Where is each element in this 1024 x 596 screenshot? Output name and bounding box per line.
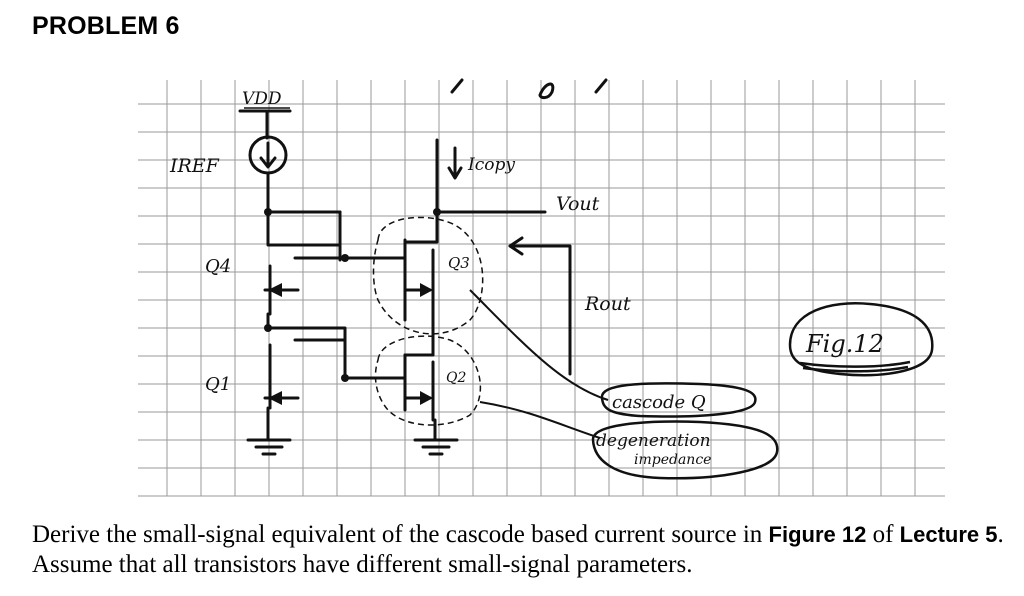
- icopy-label: Icopy: [467, 155, 515, 175]
- pen-mark: [450, 78, 464, 94]
- q2-label: Q2: [446, 370, 466, 386]
- pen-mark: [594, 78, 608, 94]
- fig-tag-underline: [802, 365, 909, 373]
- q3-arrow: [420, 283, 433, 297]
- rout-arrow: [508, 244, 572, 376]
- q2-dashed-loop: [374, 335, 482, 426]
- q4-label: Q4: [205, 256, 231, 277]
- figure-reference: Figure 12: [768, 522, 867, 547]
- lecture-reference: Lecture 5: [899, 522, 998, 547]
- q4-source: [266, 312, 347, 377]
- left-drain-node: [266, 210, 342, 247]
- pen-mark: [538, 82, 555, 100]
- rout-arrow-head: [508, 236, 524, 256]
- statement-part1: Derive the small-signal equivalent of th…: [32, 521, 769, 548]
- rout-label: Rout: [584, 293, 631, 315]
- fig-tag-underline: [799, 360, 911, 368]
- degeneration-note-line2: impedance: [634, 452, 711, 468]
- q4-arrow: [268, 283, 282, 297]
- vout-label: Vout: [556, 193, 600, 215]
- degeneration-note-line1: degeneration: [596, 431, 711, 451]
- junction-dot: [264, 208, 272, 216]
- degeneration-note-loop: [591, 420, 779, 480]
- q3-label: Q3: [448, 254, 470, 272]
- circuit-figure: VDD IREF Icopy Vout Rout Q4 Q1 Q3 Q2 cas…: [138, 78, 945, 497]
- left-ground: [246, 438, 292, 456]
- problem-statement: Derive the small-signal equivalent of th…: [32, 520, 1012, 580]
- statement-part2: of: [866, 521, 900, 548]
- cascode-note: cascode Q: [612, 392, 706, 413]
- graph-paper-grid: [138, 80, 945, 497]
- junction-dot: [341, 374, 349, 382]
- fig-tag: Fig.12: [805, 330, 884, 358]
- problem-title: PROBLEM 6: [32, 12, 180, 40]
- q2-arrow: [420, 391, 433, 405]
- junction-dot: [264, 324, 272, 332]
- cascode-pointer: [469, 289, 609, 401]
- statement-part3: . Assume that all transistors have diffe…: [32, 521, 1004, 578]
- vdd-label: VDD: [242, 89, 282, 109]
- right-ground: [413, 438, 459, 456]
- q3-drain: [403, 210, 439, 244]
- junction-dot: [433, 208, 441, 216]
- current-arrow: [259, 141, 277, 169]
- degeneration-pointer: [479, 401, 601, 439]
- q1-label: Q1: [205, 374, 231, 395]
- q1-arrow: [268, 391, 282, 405]
- q3-dashed-loop: [372, 216, 484, 335]
- cascode-note-loop: [600, 382, 757, 418]
- iref-label: IREF: [169, 155, 220, 177]
- junction-dot: [341, 254, 349, 262]
- icopy-arrow: [447, 146, 463, 180]
